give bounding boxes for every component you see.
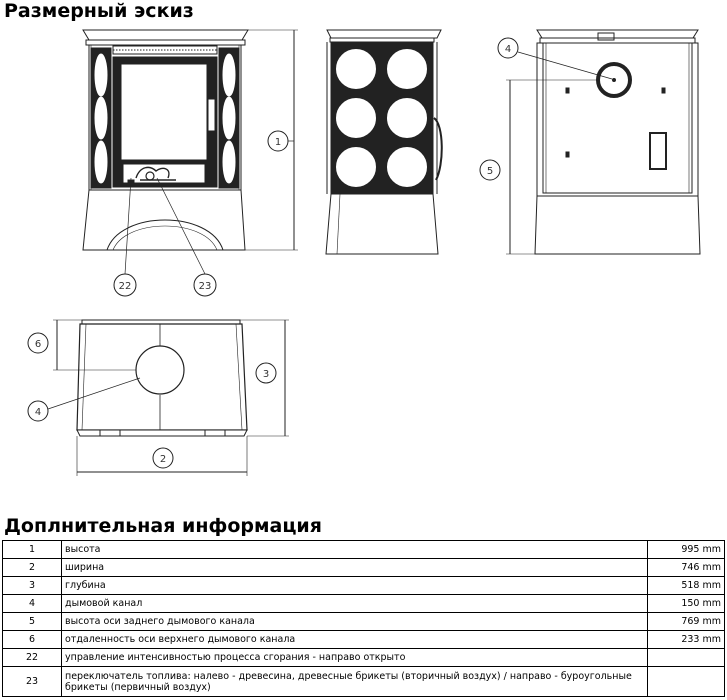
callout-3: 3: [255, 362, 277, 384]
row-value: 518 mm: [647, 576, 725, 595]
svg-text:23: 23: [199, 281, 212, 292]
row-value: 769 mm: [647, 612, 725, 631]
callout-6: 6: [27, 332, 49, 354]
row-number: 3: [2, 576, 62, 595]
row-description: высота: [61, 540, 648, 559]
callout-4-top: 4: [27, 400, 49, 422]
row-value: 150 mm: [647, 594, 725, 613]
row-number: 2: [2, 558, 62, 577]
svg-text:2: 2: [160, 454, 166, 465]
row-description: глубина: [61, 576, 648, 595]
info-title: Доплнительная информация: [4, 515, 322, 537]
svg-text:4: 4: [35, 407, 41, 418]
sketch-title: Размерный эскиз: [4, 0, 194, 22]
row-number: 4: [2, 594, 62, 613]
row-description: управление интенсивностью процесса сгора…: [61, 648, 648, 667]
table-row: 6 отдаленность оси верхнего дымового кан…: [2, 630, 725, 649]
row-number: 6: [2, 630, 62, 649]
row-number: 1: [2, 540, 62, 559]
row-value: 233 mm: [647, 630, 725, 649]
svg-text:22: 22: [119, 281, 132, 292]
info-table: 1 высота 995 mm 2 ширина 746 mm 3 глубин…: [2, 540, 725, 697]
svg-text:5: 5: [487, 166, 493, 177]
callout-4-rear: 4: [497, 37, 519, 59]
svg-text:6: 6: [35, 339, 41, 350]
row-number: 22: [2, 648, 62, 667]
front-view: [82, 29, 298, 275]
table-row: 2 ширина 746 mm: [2, 558, 725, 577]
row-value: 746 mm: [647, 558, 725, 577]
row-description: ширина: [61, 558, 648, 577]
table-row: 23 переключатель топлива: налево - древе…: [2, 666, 725, 697]
top-view: [47, 319, 289, 476]
table-row: 1 высота 995 mm: [2, 540, 725, 559]
rear-view: [506, 29, 701, 255]
table-row: 4 дымовой канал 150 mm: [2, 594, 725, 613]
callout-23: 23: [193, 273, 217, 297]
callout-2: 2: [152, 447, 174, 469]
dimension-drawings: 1 22 23 4 5 6 3 4 2: [27, 29, 701, 476]
callout-1: 1: [267, 130, 289, 152]
callout-22: 22: [113, 273, 137, 297]
row-number: 5: [2, 612, 62, 631]
row-description: отдаленность оси верхнего дымового канал…: [61, 630, 648, 649]
table-row: 22 управление интенсивностью процесса сг…: [2, 648, 725, 667]
svg-text:1: 1: [275, 137, 281, 148]
row-description: переключатель топлива: налево - древесин…: [61, 666, 648, 697]
svg-text:4: 4: [505, 44, 511, 55]
row-description: дымовой канал: [61, 594, 648, 613]
svg-text:3: 3: [263, 369, 269, 380]
row-number: 23: [2, 666, 62, 697]
callout-5: 5: [479, 159, 501, 181]
row-value: [647, 648, 725, 667]
row-value: [647, 666, 725, 697]
row-value: 995 mm: [647, 540, 725, 559]
side-view: [325, 29, 443, 255]
table-row: 5 высота оси заднего дымового канала 769…: [2, 612, 725, 631]
row-description: высота оси заднего дымового канала: [61, 612, 648, 631]
table-row: 3 глубина 518 mm: [2, 576, 725, 595]
